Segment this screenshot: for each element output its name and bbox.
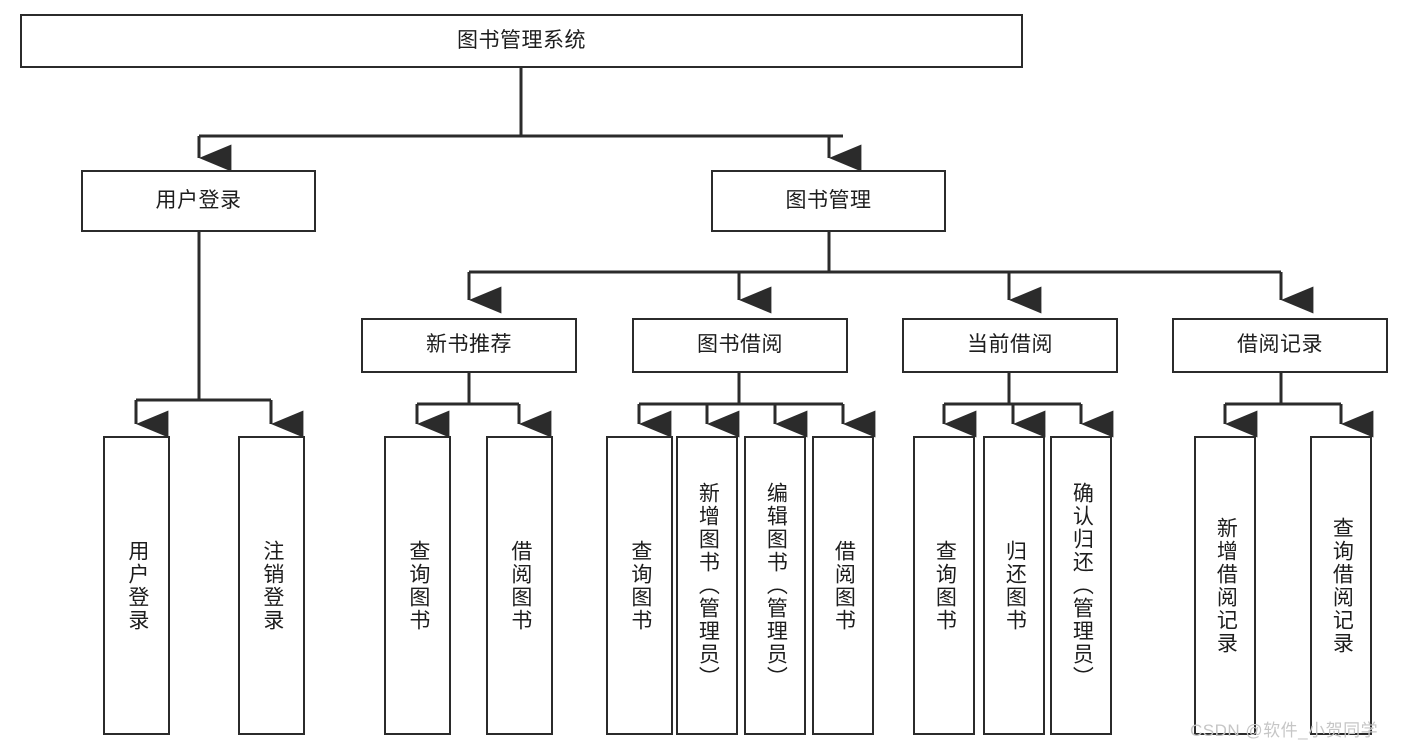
leaf-current-borrow-query[interactable]: 查询图书 (913, 436, 975, 735)
leaf-label: 查询借阅记录 (1330, 516, 1354, 655)
leaf-label: 新增借阅记录 (1214, 516, 1238, 655)
node-book-management[interactable]: 图书管理 (711, 170, 946, 232)
node-current-borrow-label: 当前借阅 (967, 333, 1053, 357)
leaf-user-login-logout[interactable]: 注销登录 (238, 436, 305, 735)
leaf-book-borrow-borrow[interactable]: 借阅图书 (812, 436, 874, 735)
node-new-book-recommend[interactable]: 新书推荐 (361, 318, 577, 373)
leaf-new-book-borrow[interactable]: 借阅图书 (486, 436, 553, 735)
csdn-watermark: CSDN @软件_小贺同学 (1190, 721, 1379, 740)
leaf-borrow-record-query[interactable]: 查询借阅记录 (1310, 436, 1372, 735)
leaf-label: 借阅图书 (832, 539, 856, 632)
node-book-borrow-label: 图书借阅 (697, 333, 783, 357)
node-book-borrow[interactable]: 图书借阅 (632, 318, 848, 373)
node-book-management-label: 图书管理 (785, 188, 872, 212)
node-user-login-label: 用户登录 (155, 188, 242, 212)
leaf-label: 归还图书 (1003, 539, 1027, 632)
leaf-label: 用户登录 (125, 539, 149, 632)
leaf-borrow-record-add[interactable]: 新增借阅记录 (1194, 436, 1256, 735)
leaf-label: 编辑图书（管理员） (764, 482, 788, 689)
node-borrow-record-label: 借阅记录 (1237, 333, 1323, 357)
node-root-label: 图书管理系统 (457, 28, 586, 52)
node-root[interactable]: 图书管理系统 (20, 14, 1023, 68)
leaf-label: 借阅图书 (508, 539, 532, 632)
node-new-book-recommend-label: 新书推荐 (426, 333, 512, 357)
node-current-borrow[interactable]: 当前借阅 (902, 318, 1118, 373)
leaf-book-borrow-query[interactable]: 查询图书 (606, 436, 673, 735)
leaf-book-borrow-add[interactable]: 新增图书（管理员） (676, 436, 738, 735)
leaf-user-login-login[interactable]: 用户登录 (103, 436, 170, 735)
leaf-label: 新增图书（管理员） (696, 482, 720, 689)
leaf-new-book-query[interactable]: 查询图书 (384, 436, 451, 735)
leaf-current-borrow-return[interactable]: 归还图书 (983, 436, 1045, 735)
node-user-login[interactable]: 用户登录 (81, 170, 316, 232)
leaf-label: 确认归还（管理员） (1070, 482, 1094, 689)
leaf-label: 注销登录 (260, 539, 284, 632)
leaf-label: 查询图书 (933, 539, 957, 632)
leaf-current-borrow-confirm[interactable]: 确认归还（管理员） (1050, 436, 1112, 735)
leaf-label: 查询图书 (406, 539, 430, 632)
node-borrow-record[interactable]: 借阅记录 (1172, 318, 1388, 373)
leaf-label: 查询图书 (628, 539, 652, 632)
leaf-book-borrow-edit[interactable]: 编辑图书（管理员） (744, 436, 806, 735)
